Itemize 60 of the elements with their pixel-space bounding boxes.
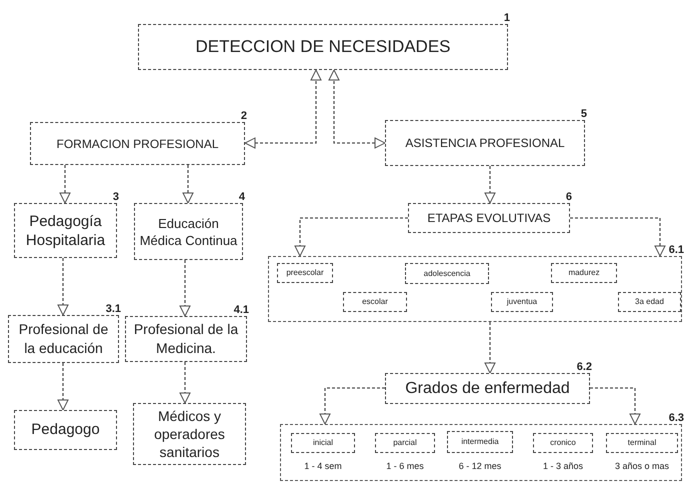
step-number: 2 (240, 111, 247, 122)
box-label: Pedagogo (30, 420, 101, 440)
arrow (244, 70, 322, 148)
arrow (328, 70, 386, 148)
box-label: Grados de enfermedad (404, 378, 571, 398)
box-label: Profesional de la Medicina. (132, 320, 240, 358)
box-label: DETECCION DE NECESIDADES (194, 36, 452, 58)
box-label: Médicos y operadores sanitarios (153, 407, 226, 461)
process-box (343, 292, 407, 312)
box-label: ASISTENCIA PROFESIONAL (404, 135, 566, 152)
box-label: preescolar (285, 267, 325, 279)
box-label: 3a edad (634, 296, 665, 308)
arrow (180, 362, 190, 404)
duration-label: 1 - 3 años (542, 460, 584, 473)
step-number: 6.3 (668, 413, 684, 424)
process-box (618, 292, 681, 312)
duration-label: 6 - 12 mes (458, 460, 502, 473)
box-label: Profesional de la educación (18, 320, 110, 358)
box-label: intermedia (460, 436, 500, 448)
arrow (60, 165, 70, 204)
box-label: adolescencia (422, 268, 472, 280)
process-box (405, 263, 489, 284)
process-box (14, 410, 117, 450)
box-label: inicial (312, 437, 334, 449)
box-label: madurez (567, 267, 601, 279)
box-label: parcial (392, 437, 418, 449)
process-box (491, 292, 553, 312)
step-number: 3 (112, 192, 119, 203)
arrow (590, 387, 640, 424)
step-number: 4 (238, 192, 245, 203)
arrow (58, 363, 68, 410)
arrow (182, 165, 194, 204)
box-label: terminal (626, 437, 658, 449)
box-label: ETAPAS EVOLUTIVAS (426, 210, 552, 227)
arrow (180, 260, 190, 316)
step-number: 6.1 (668, 245, 684, 256)
box-label: Educación Médica Continua (138, 214, 238, 248)
box-label: escolar (361, 296, 389, 308)
arrow (320, 387, 385, 424)
process-box (551, 263, 617, 283)
box-label: Pedagogía Hospitalaria (24, 212, 106, 250)
step-number: 4.1 (234, 305, 249, 316)
arrow (484, 166, 496, 204)
step-number: 6 (566, 192, 572, 203)
arrow (294, 217, 408, 256)
process-box (133, 403, 246, 465)
box-label: FORMACION PROFESIONAL (55, 136, 220, 152)
arrow (484, 322, 496, 374)
process-box (277, 263, 333, 283)
duration-label: 1 - 6 mes (385, 460, 425, 473)
step-number: 3.1 (106, 304, 121, 315)
duration-label: 3 años o mas (614, 460, 670, 473)
step-number: 1 (504, 13, 510, 24)
step-number: 5 (580, 109, 587, 120)
step-number: 6.2 (576, 362, 592, 373)
arrow (58, 258, 68, 316)
arrow (570, 217, 666, 256)
box-label: cronico (549, 437, 577, 449)
duration-label: 1 - 4 sem (303, 460, 343, 473)
box-label: juventua (506, 296, 538, 308)
